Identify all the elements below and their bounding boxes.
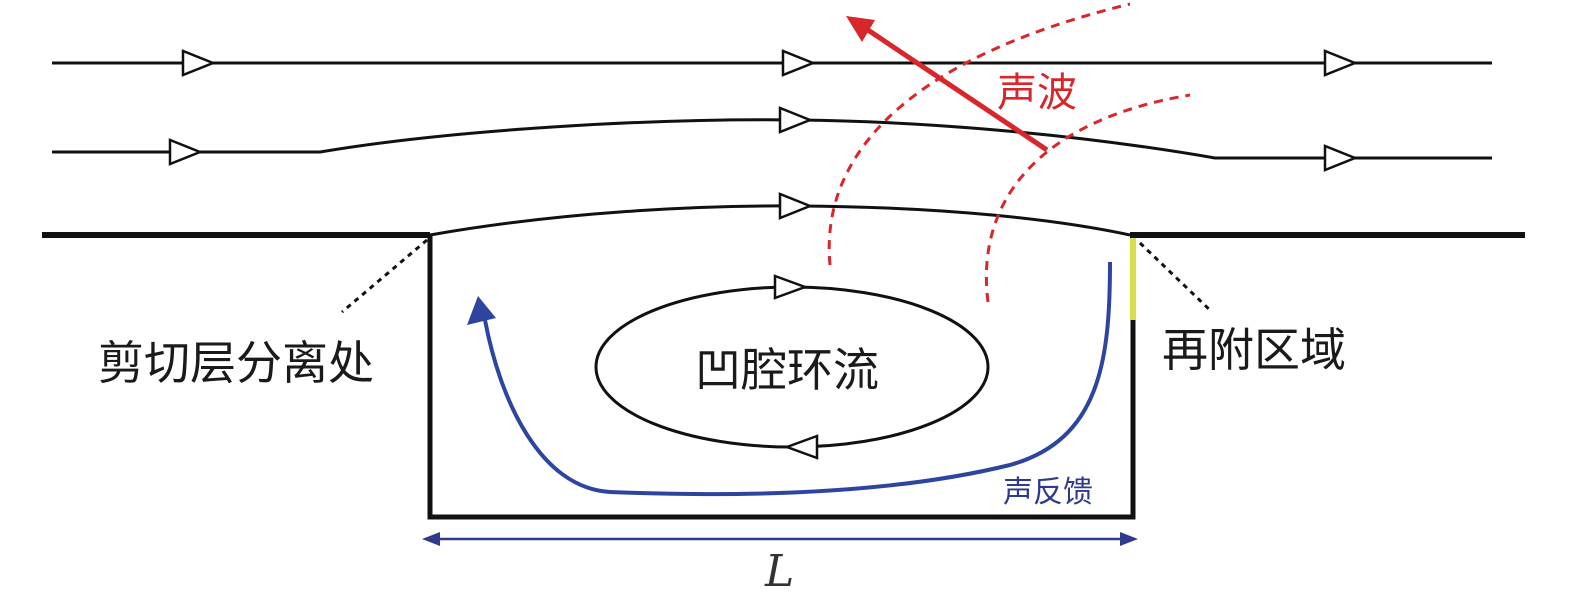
flow-arrow-icon xyxy=(783,434,819,460)
flow-arrow-icon xyxy=(1323,49,1359,77)
flow-arrow-icon xyxy=(773,274,809,300)
cavity-vortex xyxy=(594,274,990,460)
dimension-arrow-right-icon xyxy=(1120,532,1138,546)
separation-label: 剪切层分离处 xyxy=(98,336,374,390)
wave-direction-arrow-icon xyxy=(846,16,875,42)
streamline-top xyxy=(52,49,1492,77)
flow-arrow-icon xyxy=(778,106,814,134)
flow-arrow-icon xyxy=(778,192,814,220)
acoustic-feedback-label: 声反馈 xyxy=(1003,475,1093,510)
streamline-middle xyxy=(52,106,1492,172)
length-label: L xyxy=(764,546,794,597)
reattachment-label: 再附区域 xyxy=(1162,323,1346,377)
cavity-wall xyxy=(42,232,1525,520)
feedback-arrowhead-icon xyxy=(467,296,496,325)
reattachment-leader xyxy=(1138,241,1214,314)
acoustic-wave-label: 声波 xyxy=(997,70,1077,116)
dimension-arrow-left-icon xyxy=(422,532,440,546)
length-dimension xyxy=(422,532,1138,546)
flow-arrow-icon xyxy=(181,49,217,77)
flow-arrow-icon xyxy=(781,49,817,77)
flow-arrow-icon xyxy=(1323,144,1359,172)
acoustic-feedback-path xyxy=(467,261,1112,497)
acoustic-waves xyxy=(827,2,1191,303)
separation-leader xyxy=(341,238,428,314)
flow-arrow-icon xyxy=(168,138,204,166)
cavity-flow-label: 凹腔环流 xyxy=(695,343,879,397)
shear-layer xyxy=(429,192,1131,237)
